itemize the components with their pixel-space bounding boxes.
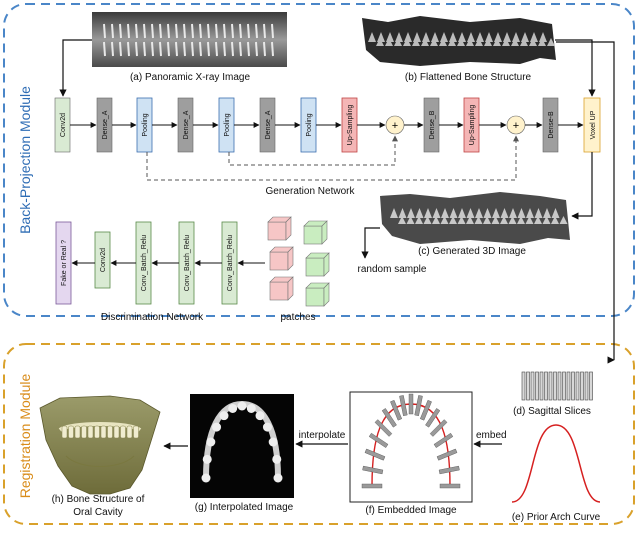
sagittal-slices xyxy=(521,371,593,401)
patches-label: patches xyxy=(280,312,315,323)
flattened-bone-image xyxy=(362,16,556,66)
svg-text:Up-Sampling: Up-Sampling xyxy=(347,105,354,146)
embedded-image xyxy=(349,391,473,503)
patches-cubes xyxy=(267,216,330,307)
caption-embedded: (f) Embedded Image xyxy=(365,505,457,516)
svg-text:Conv2d: Conv2d xyxy=(60,113,67,137)
svg-text:+: + xyxy=(392,120,398,132)
registration-module-label: Registration Module xyxy=(17,374,33,499)
svg-text:Dense_A: Dense_A xyxy=(265,110,272,139)
arrow-voxel-to-generated xyxy=(571,152,593,220)
caption-bone-oral-1: (h) Bone Structure of xyxy=(52,494,145,505)
interpolated-image xyxy=(190,394,294,498)
panoramic-xray-image xyxy=(92,12,287,67)
arrow-xray-to-conv xyxy=(59,39,92,97)
arrow-random-sample xyxy=(361,227,380,259)
svg-text:Conv2d: Conv2d xyxy=(100,248,107,272)
svg-text:Pooling: Pooling xyxy=(224,113,231,136)
generator-row: Conv2d Dense_A Pooling Dense_A Pooling D… xyxy=(54,97,601,153)
skip-connections xyxy=(146,135,519,181)
caption-sagittal: (d) Sagittal Slices xyxy=(513,406,591,417)
svg-text:Pooling: Pooling xyxy=(306,113,313,136)
back-projection-module-frame xyxy=(3,3,635,317)
svg-text:Fake or Real ?: Fake or Real ? xyxy=(61,240,68,286)
arrow-flat-to-voxel xyxy=(555,39,596,97)
disc-fake-real xyxy=(55,221,72,305)
svg-text:Pooling: Pooling xyxy=(142,113,149,136)
embed-label: embed xyxy=(476,430,507,441)
svg-text:Dense-B: Dense-B xyxy=(548,111,555,139)
prior-arch-curve xyxy=(511,424,601,503)
svg-text:Dense_A: Dense_A xyxy=(102,110,109,139)
caption-flattened: (b) Flattened Bone Structure xyxy=(405,72,532,83)
svg-text:Conv_Batch_Relu: Conv_Batch_Relu xyxy=(141,235,148,292)
svg-text:Dense_A: Dense_A xyxy=(183,110,190,139)
generation-network-label: Generation Network xyxy=(266,186,356,197)
discrimination-network-label: Discrimination Network xyxy=(101,312,204,323)
svg-text:Voxel UP: Voxel UP xyxy=(590,110,597,139)
back-projection-module-label: Back-Projection Module xyxy=(17,86,33,234)
caption-interpolated: (g) Interpolated Image xyxy=(195,502,294,513)
discriminator-row: Fake or Real ? Conv2d Conv_Batch_Relu Co… xyxy=(55,221,238,305)
arrow-to-registration xyxy=(556,41,618,361)
disc-conv2d xyxy=(94,231,111,289)
registration-module-frame xyxy=(3,343,635,525)
random-sample-label: random sample xyxy=(358,264,427,275)
svg-text:Up-Sampling: Up-Sampling xyxy=(469,105,476,146)
caption-generated: (c) Generated 3D Image xyxy=(418,246,526,257)
caption-prior-arch: (e) Prior Arch Curve xyxy=(512,512,601,523)
interpolate-label: interpolate xyxy=(299,430,346,441)
svg-text:Conv_Batch_Relu: Conv_Batch_Relu xyxy=(227,235,234,292)
caption-bone-oral-2: Oral Cavity xyxy=(73,507,122,518)
bone-structure-render xyxy=(39,395,161,495)
generated-3d-image xyxy=(380,192,570,244)
svg-text:+: + xyxy=(513,120,519,132)
caption-panoramic: (a) Panoramic X-ray Image xyxy=(130,72,250,83)
svg-text:Dense_B: Dense_B xyxy=(429,110,436,139)
svg-text:Conv_Batch_Relu: Conv_Batch_Relu xyxy=(184,235,191,292)
